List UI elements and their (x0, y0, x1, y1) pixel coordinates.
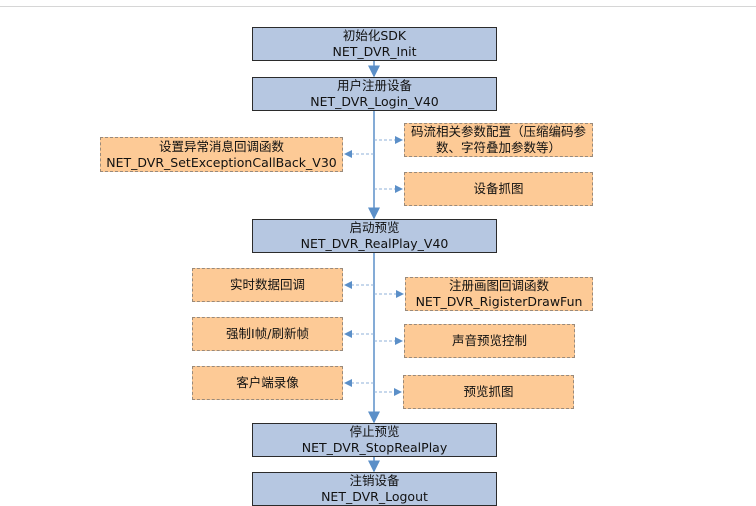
step-stop-realplay: 停止预览 NET_DVR_StopRealPlay (252, 423, 497, 457)
side-realtime-callback: 实时数据回调 (192, 268, 343, 302)
step-title: 注销设备 (349, 473, 400, 488)
side-function: NET_DVR_RigisterDrawFun (415, 294, 583, 309)
step-title: 启动预览 (349, 220, 400, 235)
step-realplay: 启动预览 NET_DVR_RealPlay_V40 (252, 219, 497, 253)
step-function: NET_DVR_RealPlay_V40 (300, 236, 449, 251)
step-title: 停止预览 (349, 424, 400, 439)
side-title: 声音预览控制 (451, 333, 527, 348)
side-stream-config: 码流相关参数配置（压缩编码参数、字符叠加参数等） (404, 123, 593, 157)
side-title: 设置异常消息回调函数 (158, 138, 284, 154)
side-title: 注册画图回调函数 (448, 278, 549, 293)
step-logout: 注销设备 NET_DVR_Logout (252, 472, 497, 506)
side-preview-capture: 预览抓图 (403, 375, 574, 409)
side-device-capture: 设备抓图 (404, 172, 593, 206)
step-function: NET_DVR_Init (332, 44, 417, 59)
side-client-record: 客户端录像 (192, 366, 343, 400)
step-login: 用户注册设备 NET_DVR_Login_V40 (252, 77, 497, 111)
step-function: NET_DVR_StopRealPlay (301, 440, 448, 455)
side-force-iframe: 强制I帧/刷新帧 (192, 317, 343, 351)
side-title: 设备抓图 (473, 181, 524, 196)
step-title: 初始化SDK (342, 28, 407, 43)
side-title: 预览抓图 (463, 384, 514, 399)
top-divider (0, 6, 756, 7)
side-title: 客户端录像 (236, 375, 299, 390)
side-function: NET_DVR_SetExceptionCallBack_V30 (106, 154, 337, 170)
step-init-sdk: 初始化SDK NET_DVR_Init (252, 27, 497, 61)
flow-connectors (344, 61, 404, 473)
side-draw-callback: 注册画图回调函数 NET_DVR_RigisterDrawFun (405, 277, 593, 311)
side-exception-callback: 设置异常消息回调函数 NET_DVR_SetExceptionCallBack_… (100, 137, 343, 172)
step-title: 用户注册设备 (336, 78, 412, 93)
step-function: NET_DVR_Login_V40 (310, 94, 439, 109)
side-audio-control: 声音预览控制 (404, 324, 575, 358)
side-title: 强制I帧/刷新帧 (226, 326, 309, 341)
side-title: 实时数据回调 (229, 277, 305, 292)
side-title: 码流相关参数配置（压缩编码参数、字符叠加参数等） (411, 124, 587, 155)
step-function: NET_DVR_Logout (321, 489, 428, 504)
